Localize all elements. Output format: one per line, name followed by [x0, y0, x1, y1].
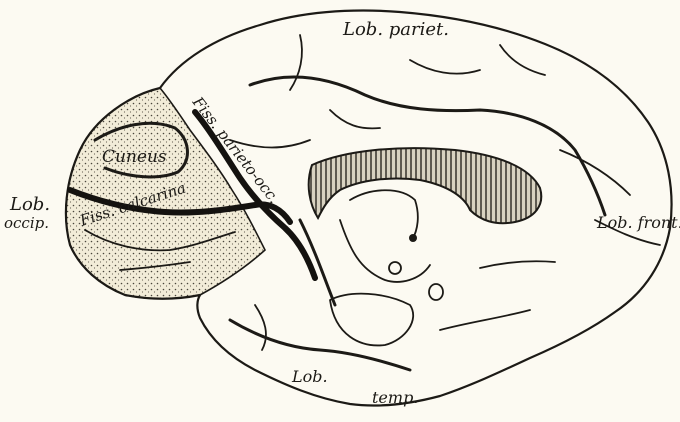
parietal-sulcus — [410, 60, 480, 74]
brainstem — [330, 294, 413, 346]
label-lob-occip-line2: occip. — [4, 214, 49, 232]
label-lob-temp-line2: temp. — [372, 388, 418, 407]
corpus-callosum — [309, 148, 542, 223]
label-lob-front: Lob. front. — [596, 213, 680, 232]
label-lob-occip-line1: Lob. — [9, 194, 50, 215]
label-lob-temp-line1: Lob. — [291, 367, 328, 386]
paracentral-sulcus — [330, 110, 380, 128]
pineal-body — [389, 262, 401, 274]
aqueduct-line — [300, 220, 335, 305]
anterior-commissure — [409, 234, 417, 242]
label-lob-pariet: Lob. pariet. — [342, 19, 449, 40]
temporal-sulcus — [440, 310, 530, 330]
temporal-sulcus — [480, 261, 555, 268]
fornix — [350, 190, 418, 240]
temporal-sulcus — [255, 305, 266, 350]
parietal-sulcus — [500, 45, 545, 75]
mammillary-body — [429, 284, 443, 300]
callosomarginal-sulcus — [250, 77, 605, 215]
parietal-sulcus — [290, 35, 302, 90]
label-cuneus: Cuneus — [102, 147, 167, 167]
